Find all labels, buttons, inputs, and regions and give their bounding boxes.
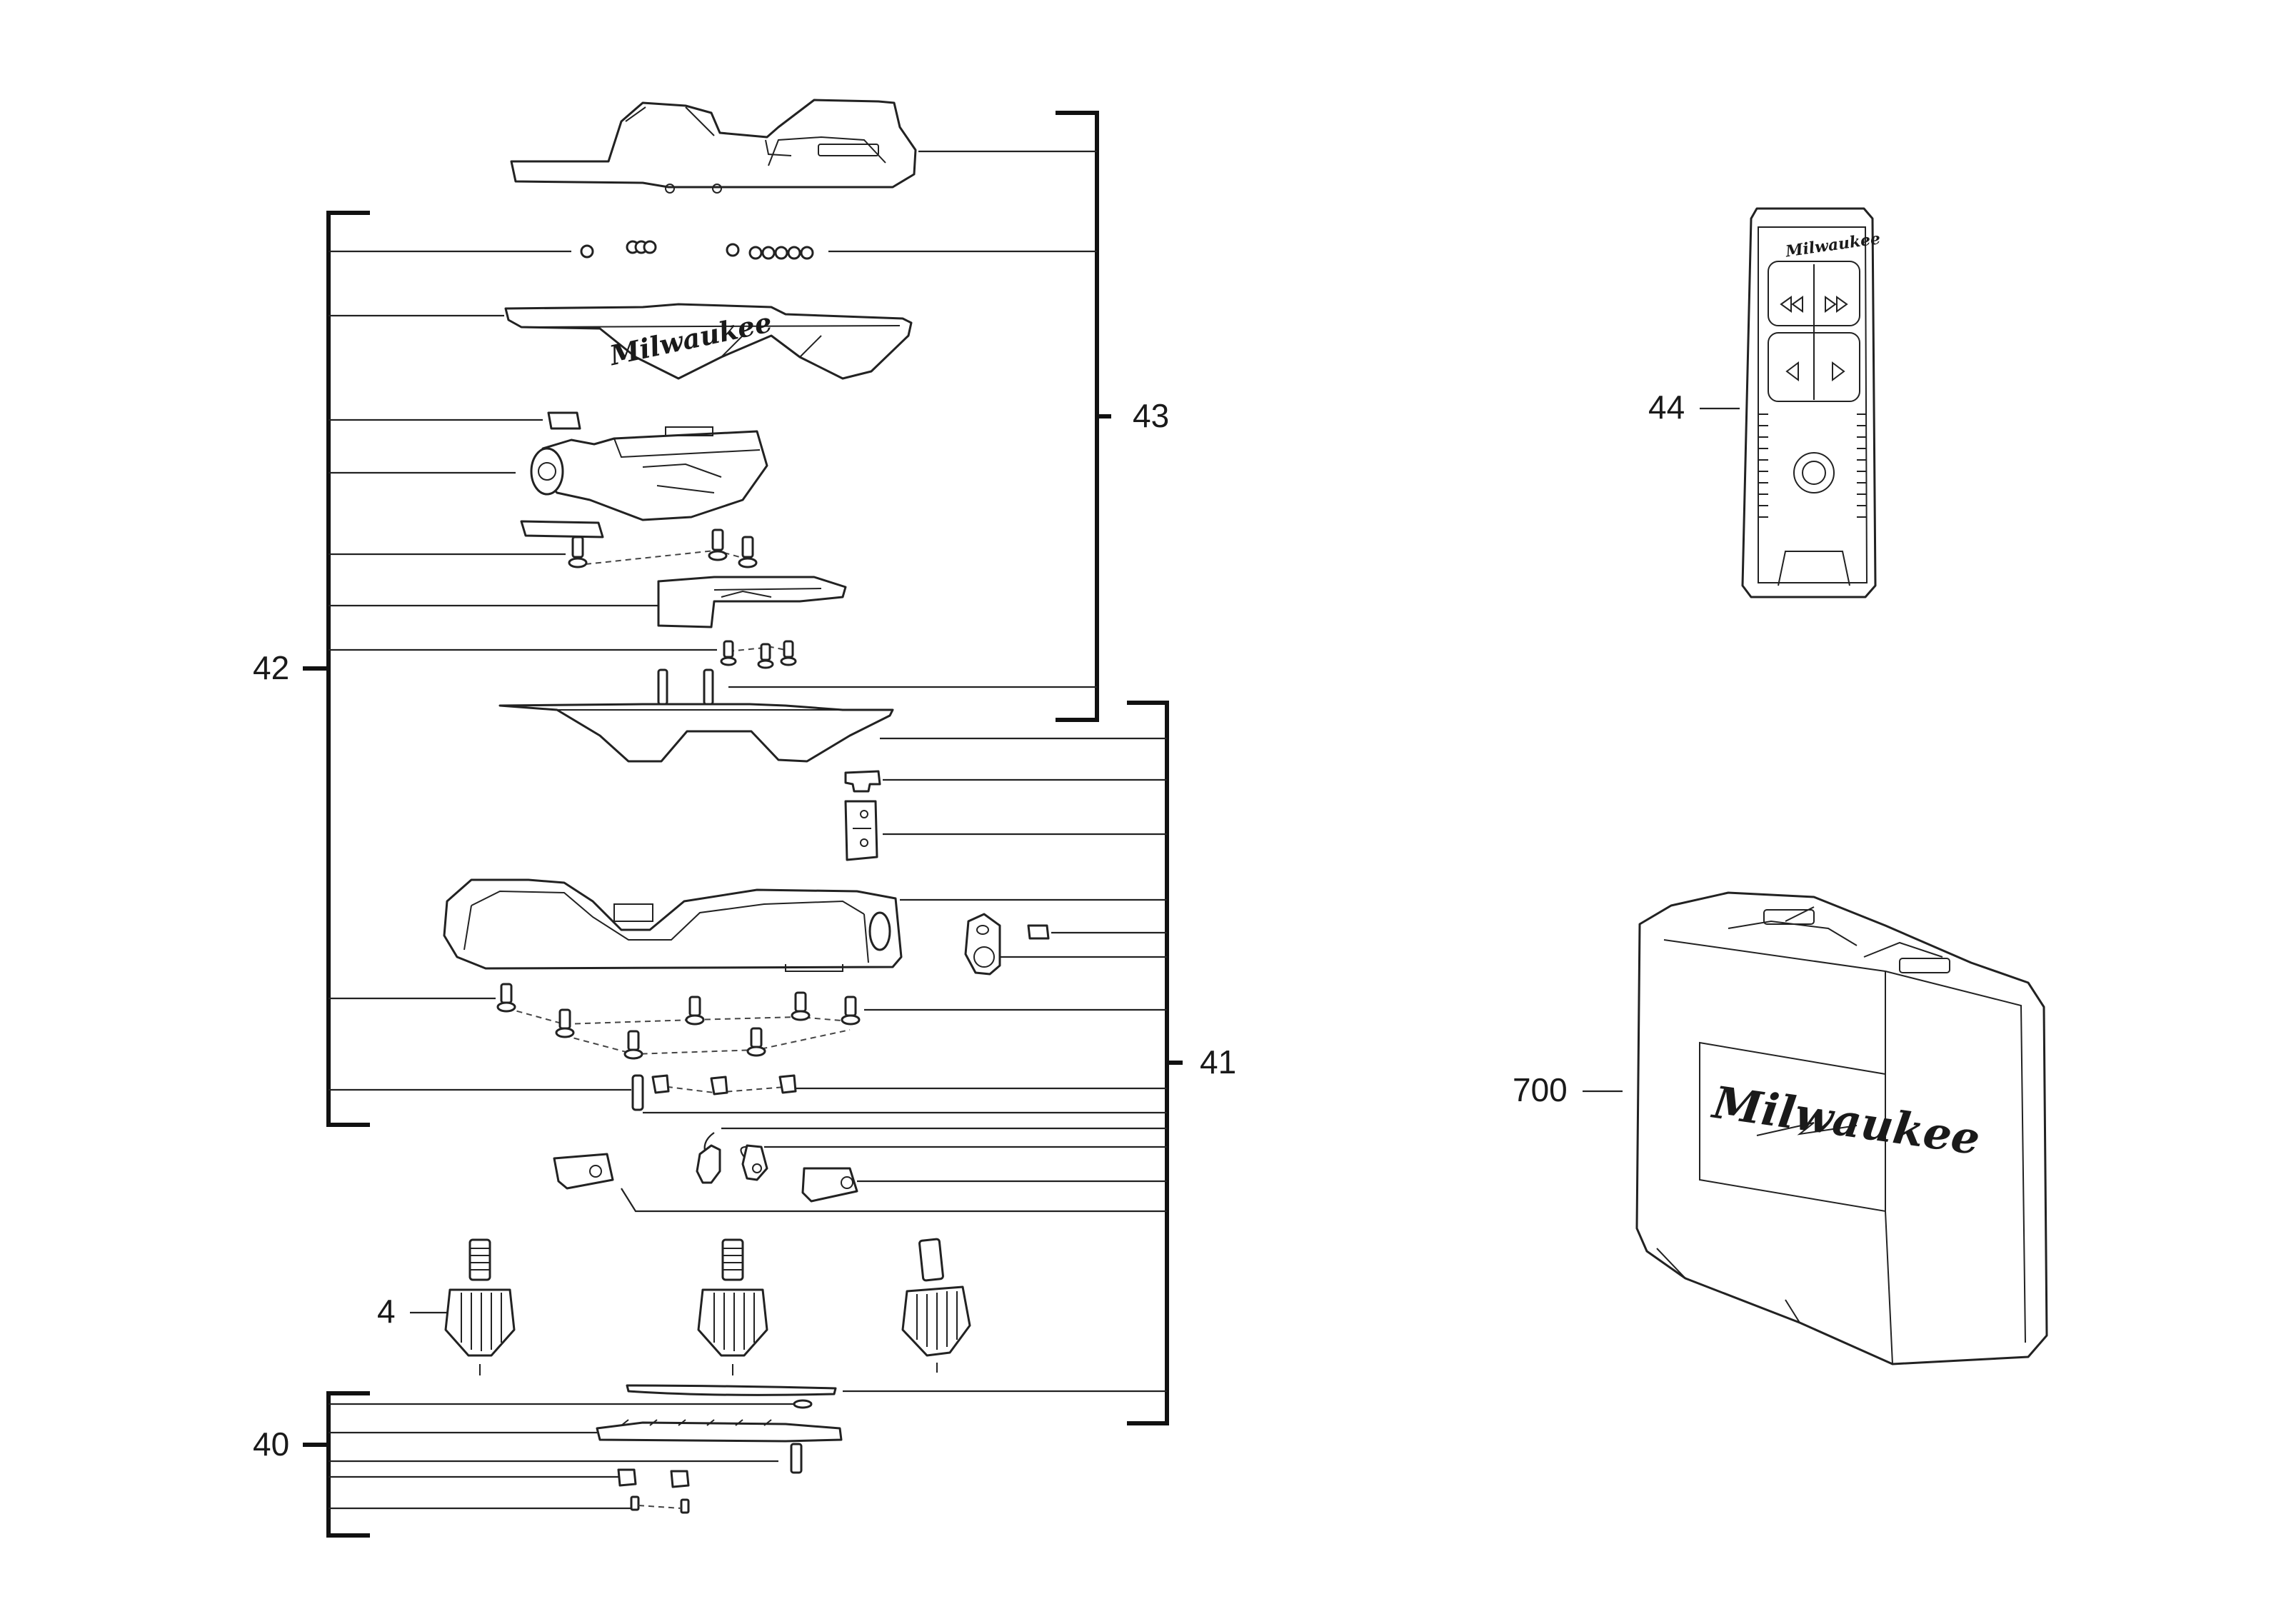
leaders-42	[329, 250, 717, 1091]
carrying-case-part: Milwaukee	[1635, 891, 2048, 1365]
clip-part	[844, 770, 881, 793]
vertical-bracket-part	[844, 800, 878, 861]
adjustable-foot-left	[444, 1238, 516, 1375]
base-plate-part	[498, 703, 894, 763]
pins-part	[657, 668, 714, 706]
small-block-part	[547, 411, 581, 430]
callout-44: 44	[1648, 389, 1685, 426]
callout-41: 41	[1200, 1043, 1236, 1081]
screws-trio-part	[720, 640, 797, 669]
screws-upper-part	[568, 528, 758, 568]
bottom-rail-part	[596, 1399, 843, 1514]
long-strip-part	[626, 1384, 837, 1396]
remote-control-part: Milwaukee	[1741, 207, 1882, 598]
leaders-43	[728, 150, 1097, 688]
adjustable-foot-right	[901, 1238, 971, 1373]
leaders-41	[621, 737, 1167, 1393]
callout-40: 40	[253, 1425, 289, 1463]
ball-bearings-part	[580, 240, 814, 260]
side-brackets-part	[553, 1153, 858, 1203]
motor-mechanism-part	[520, 426, 768, 538]
bracket-43	[1056, 111, 1111, 722]
callout-4: 4	[377, 1293, 396, 1330]
top-cover-part	[510, 99, 917, 194]
callout-43: 43	[1133, 397, 1169, 434]
upper-housing-part: Milwaukee	[504, 303, 913, 380]
bracket-41	[1127, 701, 1183, 1425]
bracket-42	[303, 211, 370, 1127]
latch-clips-part	[696, 1144, 768, 1184]
pin-blocks-part	[631, 1074, 797, 1111]
screws-lower-part	[496, 983, 861, 1060]
leaders-40	[329, 1403, 798, 1510]
circuit-board-part	[657, 576, 847, 628]
dial-part	[964, 913, 1001, 976]
callout-42: 42	[253, 649, 289, 686]
connector-part	[1027, 924, 1050, 940]
adjustable-foot-center	[697, 1238, 768, 1375]
callout-700: 700	[1513, 1071, 1568, 1108]
bracket-40	[303, 1391, 370, 1538]
main-housing-part	[443, 878, 903, 972]
